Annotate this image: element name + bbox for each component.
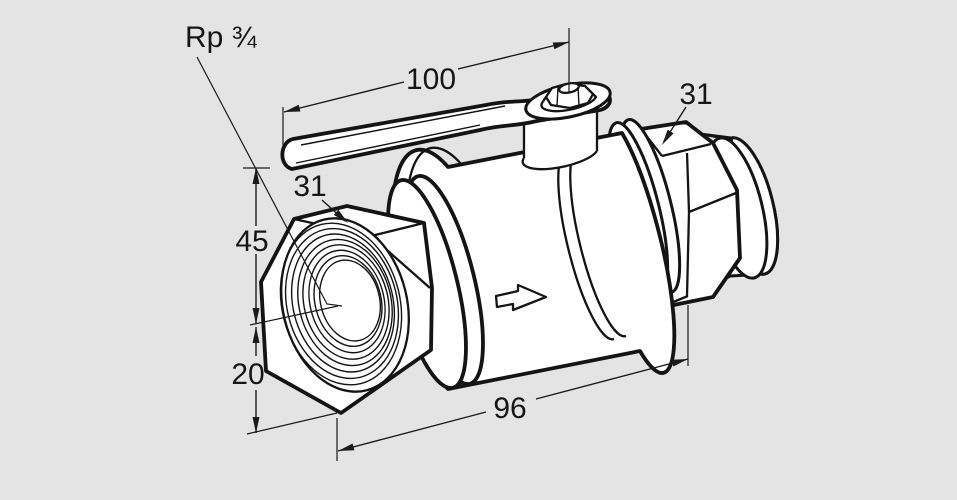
arrowhead xyxy=(252,168,260,184)
left-hex-nut xyxy=(259,204,434,415)
dim-label-31-right: 31 xyxy=(679,78,712,111)
arrowhead xyxy=(333,209,348,223)
dim-handle-length: 100 xyxy=(282,28,570,147)
dim-label-100: 100 xyxy=(406,63,456,96)
arrowhead xyxy=(338,443,355,451)
flow-direction-arrow-icon xyxy=(494,283,548,312)
dim-label-20: 20 xyxy=(231,358,264,391)
dim-body-length: 96 xyxy=(336,305,689,461)
dimension-line xyxy=(283,41,570,113)
dim-label-96: 96 xyxy=(493,392,526,425)
thread-size-label: Rp ¾ xyxy=(185,21,258,54)
arrowhead xyxy=(252,308,260,324)
dim-hex-right: 31 xyxy=(662,78,713,145)
extension-line xyxy=(249,305,339,326)
arrowhead xyxy=(284,104,301,112)
extension-line xyxy=(246,412,338,435)
thread-size-annotation: Rp ¾ xyxy=(185,21,343,307)
arrowhead xyxy=(662,129,674,145)
extension-line xyxy=(282,28,570,147)
arrowhead xyxy=(671,359,688,367)
arrowhead xyxy=(252,417,260,433)
stem-nut xyxy=(540,81,598,113)
extension-line xyxy=(336,305,689,461)
dim-height-20: 20 xyxy=(231,327,338,435)
dimension-line xyxy=(337,358,689,452)
arrowhead xyxy=(552,42,569,50)
dim-label-45: 45 xyxy=(235,225,268,258)
dim-label-31-left: 31 xyxy=(293,170,326,203)
dim-hex-left: 31 xyxy=(293,170,348,223)
dim-height-45: 45 xyxy=(235,167,339,326)
arrowhead xyxy=(252,327,260,343)
leader-line xyxy=(196,56,343,307)
